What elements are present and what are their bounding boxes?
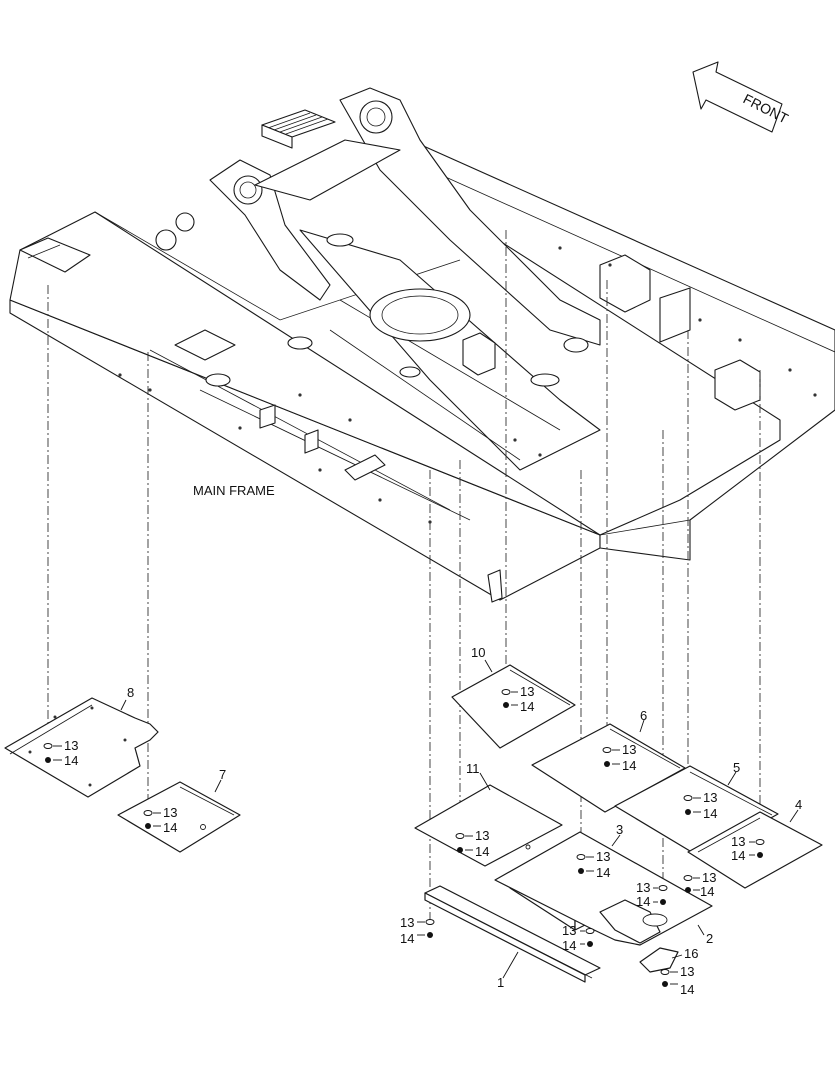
washer-label: 14 [520, 699, 534, 714]
part-label-1: 1 [497, 975, 504, 990]
washer-label: 14 [636, 894, 650, 909]
bolt-label: 13 [64, 738, 78, 753]
washer-label: 14 [703, 806, 717, 821]
bolt-label: 13 [622, 742, 636, 757]
plate-4 [687, 811, 823, 889]
fasteners [43, 689, 765, 987]
part-label-2: 2 [706, 931, 713, 946]
bolt-label: 13 [520, 684, 534, 699]
plate-16 [639, 947, 679, 973]
washer-label: 14 [596, 865, 610, 880]
part-label-10: 10 [471, 645, 485, 660]
washer-label: 14 [475, 844, 489, 859]
fastener-labels: 13 14 13 14 13 14 13 14 13 14 13 14 13 1… [64, 684, 745, 997]
washer-label: 14 [700, 884, 714, 899]
washer-label: 14 [64, 753, 78, 768]
bolt-label: 13 [400, 915, 414, 930]
bolt-label: 13 [562, 923, 576, 938]
washer-label: 14 [622, 758, 636, 773]
part-label-7: 7 [219, 767, 226, 782]
washer-label: 14 [562, 938, 576, 953]
plate-7 [117, 781, 241, 853]
part-label-5: 5 [733, 760, 740, 775]
bolt-label: 13 [163, 805, 177, 820]
bolt-label: 13 [475, 828, 489, 843]
plate-11 [414, 784, 563, 867]
bolt-label: 13 [596, 849, 610, 864]
plate-10 [451, 664, 576, 749]
washer-label: 14 [163, 820, 177, 835]
main-frame [9, 87, 835, 603]
bolt-label: 13 [731, 834, 745, 849]
leader-lines [53, 659, 799, 985]
part-label-6: 6 [640, 708, 647, 723]
part-label-8: 8 [127, 685, 134, 700]
washer-label: 14 [400, 931, 414, 946]
part-labels: 8 7 10 6 5 4 11 3 2 16 1 [127, 645, 802, 990]
bolt-label: 13 [680, 964, 694, 979]
washer-label: 14 [680, 982, 694, 997]
bolt-label: 13 [703, 790, 717, 805]
part-label-11: 11 [466, 761, 480, 776]
part-label-4: 4 [795, 797, 802, 812]
part-label-16: 16 [684, 946, 698, 961]
part-label-3: 3 [616, 822, 623, 837]
front-direction-arrow: FRONT [692, 61, 791, 133]
washer-label: 14 [731, 848, 745, 863]
main-frame-label: MAIN FRAME [193, 483, 275, 498]
plate-1 [424, 885, 601, 983]
bolt-label: 13 [636, 880, 650, 895]
plate-8 [4, 697, 159, 798]
bolt-label: 13 [702, 870, 716, 885]
